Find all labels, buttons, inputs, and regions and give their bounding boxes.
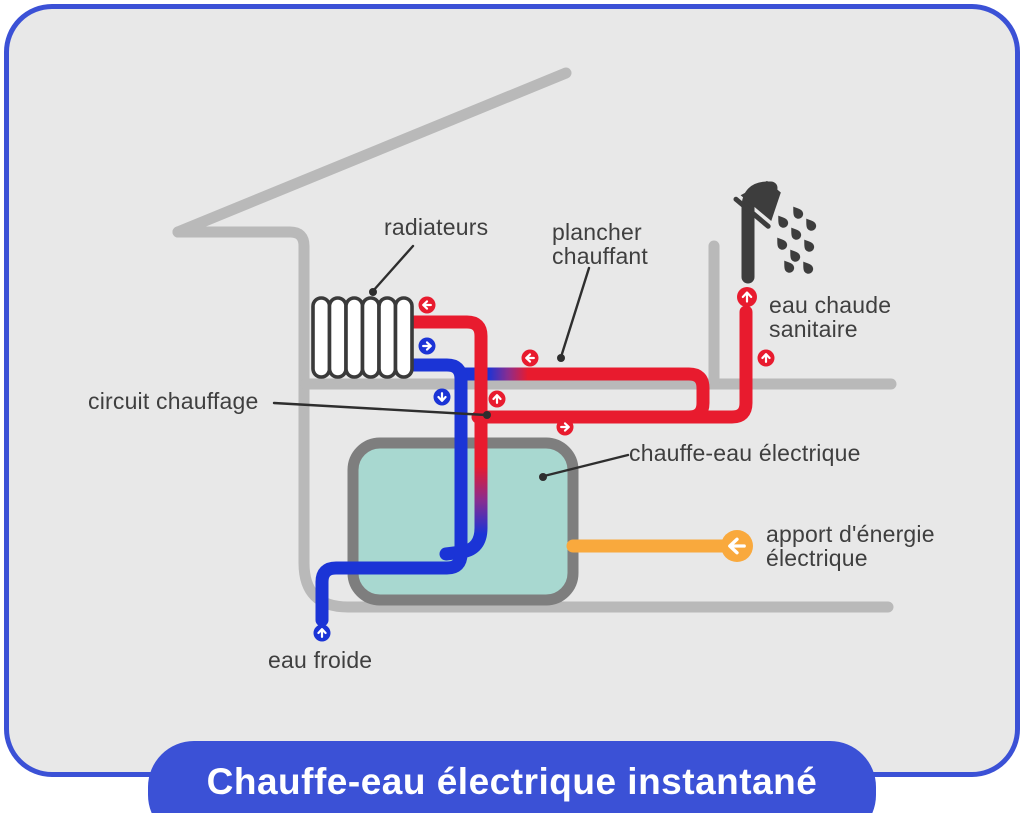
flow-arrow-badge-hot-up (488, 390, 506, 408)
pointer-dot-radiateurs (369, 288, 377, 296)
arrow-glyph (741, 291, 753, 303)
label-circuit-chauffage: circuit chauffage (88, 389, 258, 413)
arrow-glyph (525, 353, 535, 363)
flow-arrow-badge-shower-up (737, 287, 757, 307)
shower-head-rim (733, 196, 771, 229)
flow-arrow-badge-cold-down (433, 388, 451, 406)
label-line: chauffe-eau électrique (629, 440, 861, 466)
pointer-dot-plancher (557, 354, 565, 362)
arrow-glyph (422, 300, 432, 310)
water-drop (802, 215, 819, 233)
arrow-glyph (560, 422, 570, 432)
pipe-domestic-hot-water (471, 305, 753, 424)
pipe-cold-water (315, 358, 468, 627)
pointer-dot-chauffe-eau (539, 473, 547, 481)
arrow-glyph (437, 392, 447, 402)
pointer-dots (369, 288, 565, 481)
label-line: apport d'énergie (766, 521, 935, 547)
water-drop (789, 203, 806, 221)
label-line: électrique (766, 545, 868, 571)
pipe-hot-riser (406, 315, 488, 561)
radiator-coil (377, 296, 398, 379)
flow-arrow-badge-radiator-out (418, 337, 436, 355)
pointer-line-circuit (272, 401, 488, 417)
label-eau-froide: eau froide (268, 648, 372, 672)
flow-arrow-badge-energy-in (721, 530, 753, 562)
shower-icon (733, 180, 819, 284)
arrow-glyph (761, 353, 771, 363)
label-line: plancher (552, 219, 642, 245)
flow-arrow-badge-hot-right (556, 418, 574, 436)
radiator-coil (327, 296, 348, 379)
pointer-lines (272, 244, 630, 478)
card-background (4, 4, 1020, 777)
arrow-glyph (317, 628, 327, 638)
radiator-coil (311, 296, 332, 379)
pipes (315, 305, 753, 627)
caption-banner: Chauffe-eau électrique instantané (148, 741, 876, 813)
house-outline (172, 67, 897, 613)
water-drop (774, 212, 791, 230)
eave-wall-ground-line (172, 226, 894, 613)
water-drop (800, 236, 817, 254)
arrow-glyph (422, 341, 432, 351)
water-drop (787, 224, 804, 242)
label-line: radiateurs (384, 214, 489, 240)
roof-line (172, 67, 572, 238)
water-drop (786, 246, 803, 264)
radiator-icon (311, 296, 414, 379)
arrow-glyph (728, 537, 746, 555)
radiator-coil (393, 296, 414, 379)
water-drop (799, 258, 816, 276)
arrow-glyph (492, 394, 502, 404)
pointer-line-radiateurs (371, 244, 415, 293)
label-chauffe-eau-electrique: chauffe-eau électrique (629, 441, 861, 465)
label-line: eau chaude (769, 292, 892, 318)
flow-arrow-badge-coldwater-up (313, 624, 331, 642)
radiator-coil (344, 296, 365, 379)
caption-text: Chauffe-eau électrique instantané (206, 761, 818, 802)
shower-head (740, 180, 781, 222)
flow-arrow-badge-radiator-in (418, 296, 436, 314)
pointer-dot-circuit (483, 411, 491, 419)
label-line: circuit chauffage (88, 388, 259, 414)
label-line: eau froide (268, 647, 373, 673)
label-radiateurs: radiateurs (384, 215, 488, 239)
water-drop (773, 234, 790, 252)
flow-arrow-badge-dhw-up (757, 349, 775, 367)
pointer-line-chauffe-eau (542, 453, 630, 478)
water-drops-icon (773, 203, 819, 276)
radiator-coil (360, 296, 381, 379)
pointer-line-plancher (559, 266, 591, 359)
flow-arrow-badge-floor-return (521, 349, 539, 367)
label-line: chauffant (552, 243, 649, 269)
label-line: sanitaire (769, 316, 858, 342)
